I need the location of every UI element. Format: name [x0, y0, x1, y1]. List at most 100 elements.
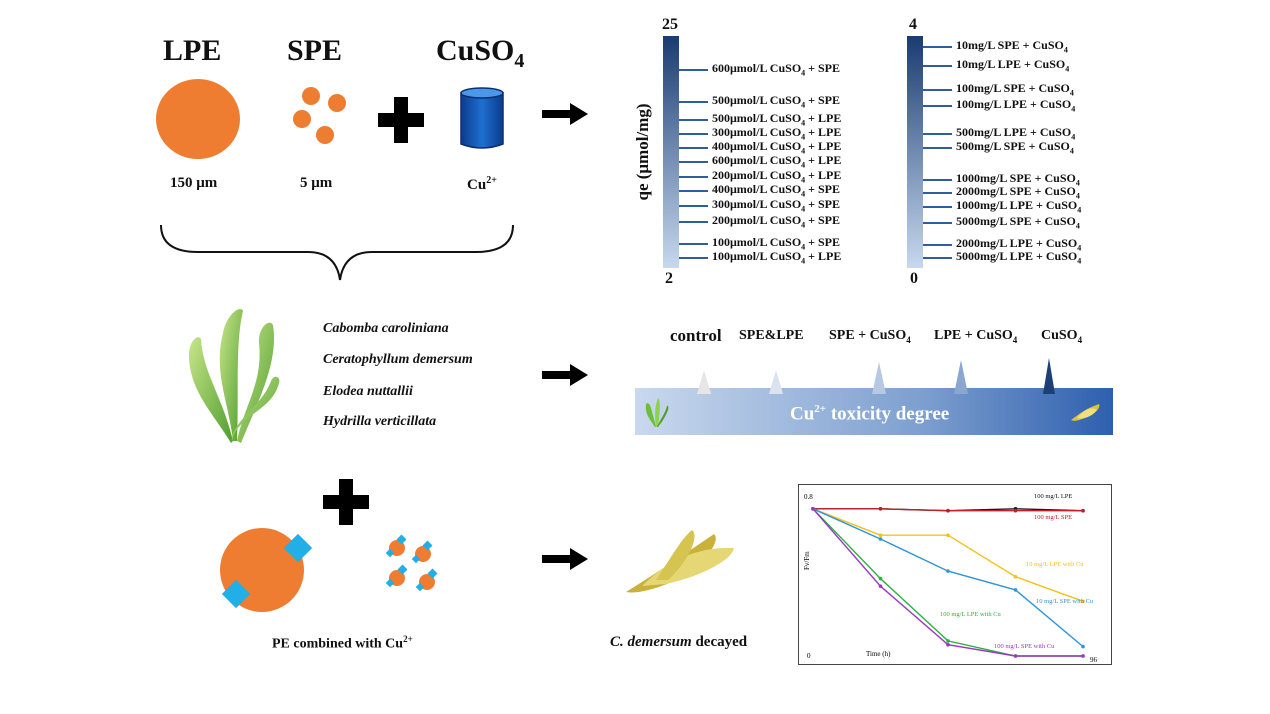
scale-label: 100mg/L SPE + CuSO4: [956, 81, 1074, 98]
scale-tick: [679, 133, 708, 135]
scale-label: 2000mg/L SPE + CuSO4: [956, 184, 1080, 201]
y-tick-label: 0.8: [804, 493, 813, 501]
scale-tick: [679, 205, 708, 207]
aquatic-plant-icon: [188, 309, 280, 443]
spe-particles: [290, 85, 350, 147]
scale-label: 100mg/L LPE + CuSO4: [956, 97, 1076, 114]
beaker-icon: [460, 87, 504, 149]
data-point: [878, 533, 883, 537]
toxicity-markers: [697, 358, 1055, 394]
spe-with-cu-icon: [385, 534, 438, 592]
scale-tick: [679, 69, 708, 71]
scale-label: 10mg/L LPE + CuSO4: [956, 57, 1070, 74]
data-point: [878, 584, 883, 588]
scale-label: 300μmol/L CuSO4 + LPE: [712, 125, 842, 142]
scale-tick: [923, 244, 952, 246]
scale-label: 500μmol/L CuSO4 + LPE: [712, 111, 842, 128]
toxicity-label-spe-lpe: SPE&LPE: [739, 328, 804, 343]
scale2-gradient-bar: [907, 36, 923, 268]
fvfm-line-chart: 0.8 0 96 Time (h) Fv/Fm 100 mg/L LPE100 …: [798, 484, 1112, 665]
species-name: Elodea nuttallii: [323, 384, 413, 399]
toxicity-label-control: control: [670, 326, 722, 345]
decayed-plant-icon: [1071, 404, 1100, 421]
scale-tick: [923, 222, 952, 224]
scale-tick: [923, 133, 952, 135]
scale-label: 2000mg/L LPE + CuSO4: [956, 236, 1082, 253]
species-name: Hydrilla verticillata: [323, 414, 437, 429]
spe-size-label: 5 μm: [300, 175, 333, 191]
data-point: [946, 642, 950, 647]
scale-tick: [923, 65, 952, 67]
data-point: [811, 507, 815, 511]
scale-tick: [679, 221, 708, 223]
spe-title: SPE: [287, 34, 343, 67]
toxicity-label-cuso4: CuSO4: [1041, 328, 1083, 345]
scale-tick: [679, 190, 708, 192]
species-name: Cabomba caroliniana: [323, 321, 449, 336]
decayed-label: C. demersum decayed: [610, 634, 748, 650]
scale-tick: [679, 147, 708, 149]
scale-label: 10mg/L SPE + CuSO4: [956, 38, 1068, 55]
series-label: 10 mg/L SPE with Cu: [1036, 598, 1094, 605]
data-point: [878, 537, 883, 541]
series-label: 100 mg/L SPE: [1034, 514, 1072, 521]
lpe-particle: [156, 79, 240, 159]
data-point: [1013, 588, 1018, 592]
scale-tick: [679, 119, 708, 121]
scale-label: 1000mg/L LPE + CuSO4: [956, 198, 1082, 215]
x-tick-label-end: 96: [1090, 656, 1098, 664]
scale-tick: [679, 176, 708, 178]
lpe-with-cu-icon: [220, 528, 313, 612]
toxicity-bar-label: Cu2+ toxicity degree: [790, 403, 950, 425]
data-point: [946, 639, 950, 643]
scale2-min-label: 0: [910, 270, 918, 287]
scale-tick: [923, 147, 952, 149]
species-name: Ceratophyllum demersum: [323, 352, 473, 367]
scale-label: 500mg/L LPE + CuSO4: [956, 125, 1076, 142]
scale1-min-label: 2: [665, 270, 673, 287]
series-label: 100 mg/L LPE with Cu: [940, 611, 1002, 618]
scale-tick: [679, 257, 708, 259]
plus-icon: [378, 97, 424, 143]
lpe-title: LPE: [163, 34, 222, 67]
scale-tick: [923, 206, 952, 208]
scale-tick: [679, 101, 708, 103]
cu-ion-label: Cu2+: [467, 175, 497, 193]
data-point: [1013, 574, 1018, 579]
toxicity-label-spe-cuso4: SPE + CuSO4: [829, 328, 911, 345]
brace-icon: [160, 224, 514, 281]
scale-label: 200μmol/L CuSO4 + LPE: [712, 168, 842, 185]
healthy-plant-icon: [645, 398, 669, 427]
scale-tick: [923, 192, 952, 194]
scale-label: 600μmol/L CuSO4 + LPE: [712, 153, 842, 170]
scale-label: 500μmol/L CuSO4 + SPE: [712, 93, 841, 110]
scale-tick: [679, 161, 708, 163]
scale-label: 100μmol/L CuSO4 + LPE: [712, 249, 842, 266]
qe-axis-label: qe (μmol/mg): [633, 103, 652, 201]
scale-tick: [679, 243, 708, 245]
x-tick-label-start: 0: [807, 652, 811, 660]
data-point: [1081, 599, 1085, 604]
data-point: [1081, 654, 1085, 658]
data-point: [1081, 644, 1085, 649]
data-point: [878, 507, 883, 511]
scale1-gradient-bar: [663, 36, 679, 268]
lpe-size-label: 150 μm: [170, 175, 218, 191]
scale-tick: [923, 105, 952, 107]
scale-tick: [923, 257, 952, 259]
data-point: [1013, 654, 1018, 658]
x-axis-label: Time (h): [866, 650, 891, 658]
data-point: [1081, 508, 1085, 513]
data-point: [878, 576, 883, 581]
scale-tick: [923, 46, 952, 48]
series-label: 100 mg/L SPE with Cu: [994, 643, 1055, 650]
scale-label: 400μmol/L CuSO4 + SPE: [712, 182, 841, 199]
scale-label: 300μmol/L CuSO4 + SPE: [712, 197, 841, 214]
y-axis-label: Fv/Fm: [803, 551, 811, 570]
scale-label: 100μmol/L CuSO4 + SPE: [712, 235, 841, 252]
scale-label: 5000mg/L LPE + CuSO4: [956, 249, 1082, 266]
decayed-plant-icon: [626, 530, 734, 593]
scale-label: 200μmol/L CuSO4 + SPE: [712, 213, 841, 230]
toxicity-label-lpe-cuso4: LPE + CuSO4: [934, 328, 1018, 345]
plus-icon: [323, 479, 369, 525]
